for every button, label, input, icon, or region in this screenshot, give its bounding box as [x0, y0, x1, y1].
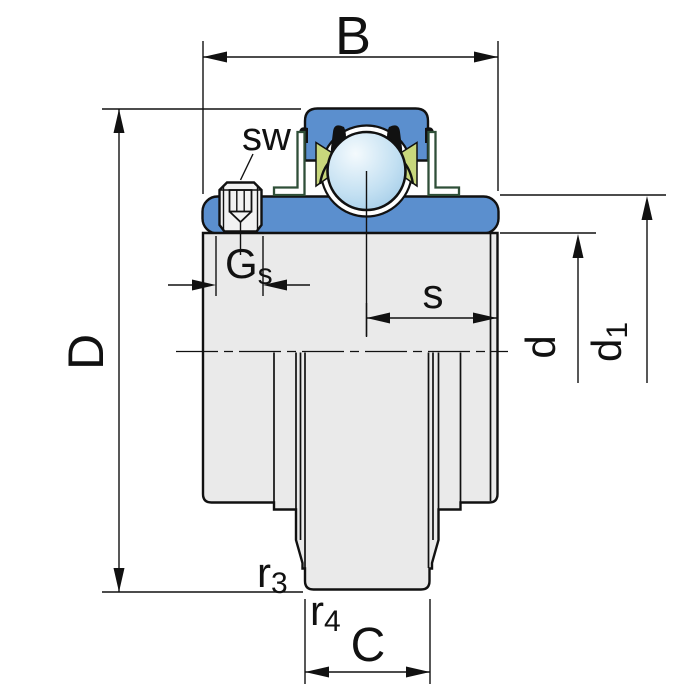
- label-r3: r3: [257, 549, 288, 600]
- dimension-sw: sw: [239, 115, 291, 181]
- hex-socket-icon: [228, 189, 253, 213]
- label-Gs: Gs: [225, 240, 273, 291]
- label-C: C: [351, 619, 386, 672]
- label-s: s: [423, 270, 444, 317]
- label-d: d: [517, 335, 564, 358]
- dimension-d: d: [500, 232, 596, 383]
- label-d1: d1: [583, 322, 634, 362]
- dimension-s: s: [365, 270, 497, 337]
- dimension-D: D: [58, 108, 303, 593]
- dimension-Gs: Gs: [168, 233, 310, 296]
- label-D: D: [58, 334, 114, 370]
- dimension-C: C: [304, 599, 431, 684]
- label-sw: sw: [242, 115, 291, 159]
- label-r4: r4: [310, 587, 341, 638]
- bearing-body-silhouette: [201, 231, 499, 591]
- set-screw: [218, 181, 263, 233]
- dimension-B: B: [202, 6, 499, 194]
- dimension-d1: d1: [500, 194, 666, 383]
- exterior-edge-lines: [273, 234, 492, 568]
- label-B: B: [335, 6, 371, 66]
- flinger-shield: [427, 130, 461, 197]
